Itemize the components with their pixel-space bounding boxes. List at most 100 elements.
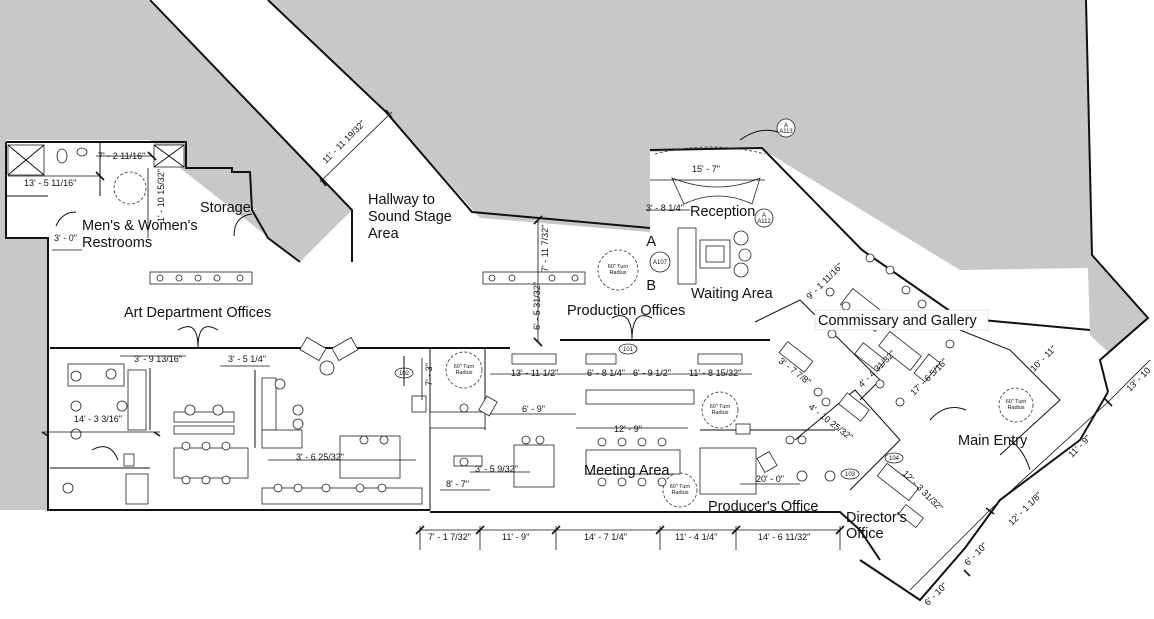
svg-text:3' - 8 1/4": 3' - 8 1/4" xyxy=(646,203,684,213)
waiting-area-label: Waiting Area xyxy=(691,286,774,302)
svg-text:8' - 7": 8' - 7" xyxy=(446,479,469,489)
svg-text:9' - 1 11/16": 9' - 1 11/16" xyxy=(804,261,845,302)
svg-text:7' - 1 7/32": 7' - 1 7/32" xyxy=(428,532,471,542)
svg-text:13' - 11 1/2": 13' - 11 1/2" xyxy=(511,368,558,378)
outer-wall-west xyxy=(5,142,430,511)
svg-text:6' - 9 1/2": 6' - 9 1/2" xyxy=(633,368,671,378)
svg-text:6' - 5 31/32": 6' - 5 31/32" xyxy=(532,282,542,330)
svg-text:13' - 10: 13' - 10 xyxy=(1124,365,1152,393)
meeting-area-label: Meeting Area xyxy=(584,463,670,479)
svg-text:7' - 11 7/32": 7' - 11 7/32" xyxy=(540,225,550,272)
svg-text:3' - 0": 3' - 0" xyxy=(54,233,77,243)
waiting-chair-3 xyxy=(733,262,749,278)
svg-text:13' - 5 11/16": 13' - 5 11/16" xyxy=(24,178,76,188)
main-entry-double-door xyxy=(929,407,1031,471)
svg-text:15' - 7": 15' - 7" xyxy=(692,164,720,174)
art-dept-label: Art Department Offices xyxy=(124,305,271,321)
dimension-ticks xyxy=(41,109,1113,577)
outer-wall-south-east xyxy=(859,391,1109,602)
reception-arc xyxy=(654,146,766,155)
outer-wall-south xyxy=(430,511,881,561)
art-dept-double-door xyxy=(177,326,219,349)
main-entry-label: Main Entry xyxy=(958,433,1028,449)
commissary-furniture xyxy=(778,253,955,422)
door-tag-103: 103 xyxy=(840,468,860,480)
commissary-partition xyxy=(754,299,881,401)
svg-text:3' - 6 25/32": 3' - 6 25/32" xyxy=(296,452,344,462)
svg-text:6' - 9": 6' - 9" xyxy=(522,404,545,414)
hallway-label: Hallway to Sound Stage Area xyxy=(368,192,456,242)
production-furniture xyxy=(411,353,836,495)
svg-text:20' - 0": 20' - 0" xyxy=(756,474,784,484)
elevation-tag-a107: A107 A B xyxy=(646,234,671,294)
toilet xyxy=(56,148,68,164)
svg-text:103: 103 xyxy=(845,472,856,478)
waiting-chair-1 xyxy=(733,230,749,246)
door-tag-104: 104 xyxy=(884,452,904,464)
main-entry-partition xyxy=(959,329,1061,456)
storage-label: Storage xyxy=(200,200,251,216)
art-dept-furniture xyxy=(62,336,423,505)
svg-text:11' - 4 1/4": 11' - 4 1/4" xyxy=(675,532,717,542)
art-south-door xyxy=(91,446,119,461)
outer-wall-north-west xyxy=(6,141,301,263)
director-furniture xyxy=(876,462,924,529)
commissary-label-box xyxy=(814,309,989,331)
exterior-region-top-right xyxy=(268,0,1148,352)
director-office-label: Director's Office xyxy=(846,510,911,542)
svg-text:7' - 2 11/16": 7' - 2 11/16" xyxy=(98,151,145,161)
svg-text:14' - 7 1/4": 14' - 7 1/4" xyxy=(584,532,627,542)
waiting-table-top xyxy=(705,245,725,263)
sink xyxy=(76,147,88,157)
director-partition xyxy=(794,389,901,491)
reception-desk xyxy=(671,177,761,205)
svg-text:A107: A107 xyxy=(653,260,668,266)
waiting-sofa xyxy=(677,227,697,285)
svg-text:3' - 5 9/32": 3' - 5 9/32" xyxy=(475,464,518,474)
svg-text:B: B xyxy=(646,278,656,294)
restrooms-label: Men's & Women's Restrooms xyxy=(82,218,202,251)
outer-wall-reception xyxy=(649,146,1091,331)
svg-text:1' - 10 15/32": 1' - 10 15/32" xyxy=(156,169,166,222)
svg-text:10' - 11": 10' - 11" xyxy=(1028,344,1058,374)
svg-text:101: 101 xyxy=(623,347,634,353)
svg-text:6' - 8 1/4": 6' - 8 1/4" xyxy=(587,368,625,378)
production-double-door xyxy=(611,315,653,341)
section-leader xyxy=(739,129,779,141)
reception-label: Reception xyxy=(690,204,755,220)
svg-text:11' - 8 15/32": 11' - 8 15/32" xyxy=(689,368,741,378)
commissary-label: Commissary and Gallery xyxy=(818,313,977,329)
svg-text:104: 104 xyxy=(889,456,900,462)
svg-text:14' - 6 11/32": 14' - 6 11/32" xyxy=(758,532,810,542)
svg-text:11' - 9": 11' - 9" xyxy=(502,532,529,542)
svg-text:12' - 9": 12' - 9" xyxy=(614,424,642,434)
svg-text:3' - 9 13/16": 3' - 9 13/16" xyxy=(134,354,182,364)
waiting-chair-2 xyxy=(738,248,752,262)
exterior-region-left-strip xyxy=(0,140,48,510)
svg-text:3' - 5 1/4": 3' - 5 1/4" xyxy=(228,354,266,364)
dimension-lines xyxy=(8,111,1151,591)
svg-text:12' - 1 1/8": 12' - 1 1/8" xyxy=(1006,490,1043,527)
svg-text:7' - 3": 7' - 3" xyxy=(424,363,434,386)
door-tag-101: 101 xyxy=(618,343,638,355)
column-row-east xyxy=(482,271,586,285)
column-row-west xyxy=(149,271,253,285)
restroom-door xyxy=(55,211,77,227)
production-label: Production Offices xyxy=(567,303,685,319)
storage-door xyxy=(233,213,253,237)
restroom-turn-radius xyxy=(113,171,147,205)
outer-wall-hallway-west xyxy=(149,0,353,262)
svg-text:A: A xyxy=(646,234,656,250)
